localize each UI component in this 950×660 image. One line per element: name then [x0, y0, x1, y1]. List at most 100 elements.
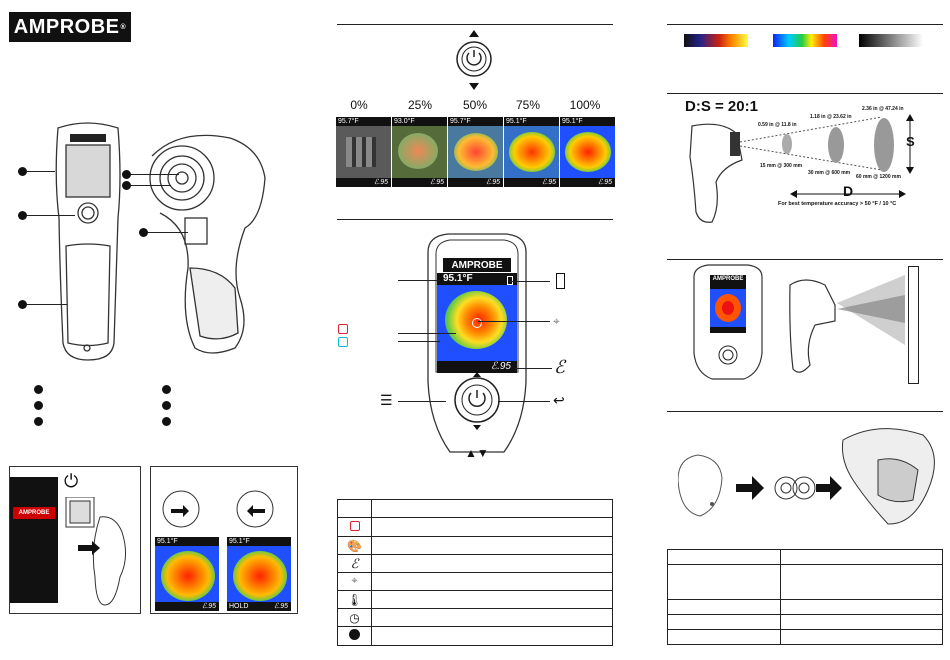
- callout-marker-3: [18, 300, 27, 309]
- callout-marker-5: [122, 181, 131, 190]
- table-row: 🌡: [337, 590, 613, 609]
- table-row: ◷: [337, 608, 613, 627]
- thumb-temp: 93.0°F: [392, 117, 447, 126]
- timer-icon: ◷: [337, 608, 372, 627]
- splash-logo: AMPROBE: [13, 507, 55, 519]
- brand-name: AMPROBE: [13, 15, 120, 38]
- display-temp: 95.1°F: [437, 273, 517, 285]
- power-button-illustration: [456, 30, 492, 90]
- legend-dot-6: [162, 417, 171, 426]
- section-divider: [667, 411, 943, 412]
- display-emissivity: ℰ.95: [437, 361, 517, 373]
- nav-arrows-label: ▲▼: [465, 446, 489, 460]
- callout-marker-6: [139, 228, 148, 237]
- callout-line-temp: [398, 280, 440, 281]
- callout-marker-1: [18, 167, 27, 176]
- section-divider: [667, 93, 943, 94]
- target-surface: [908, 266, 919, 384]
- brand-reg: ®: [120, 23, 127, 31]
- table-row: ⌖: [337, 572, 613, 591]
- callout-line: [27, 215, 75, 216]
- device-sketch: [65, 497, 126, 606]
- blend-thumb-50: 95.7°F ℰ.95: [448, 117, 503, 187]
- legend-dot-5: [162, 401, 171, 410]
- hold-panel: 95.1°F ℰ.95 95.1°F HOLD ℰ.95: [150, 466, 298, 614]
- thermometer-icon: 🌡: [337, 590, 372, 609]
- live-emissivity: ℰ.95: [155, 602, 219, 611]
- callout-line: [27, 304, 67, 305]
- thumb-temp: 95.7°F: [336, 117, 391, 126]
- blend-thumb-25: 93.0°F ℰ.95: [392, 117, 447, 187]
- display-thermal-screen: 95.1°F ℰ.95: [437, 273, 517, 373]
- palette-rainbow-swatch: [773, 34, 837, 47]
- device-display-illustration: [427, 233, 527, 453]
- legend-dot-2: [34, 401, 43, 410]
- battery-install-illustration: [678, 428, 935, 525]
- display-crosshair-icon: [472, 318, 482, 328]
- power-on-panel: AMPROBE ⏻: [9, 466, 141, 614]
- spec-table: [667, 549, 943, 645]
- legend-dot-1: [34, 385, 43, 394]
- thumb-emissivity: ℰ.95: [448, 178, 503, 187]
- section-divider: [337, 219, 613, 220]
- blend-thumb-75: 95.1°F ℰ.95: [504, 117, 559, 187]
- device-screen-dark: [10, 477, 58, 603]
- battery-icon: [556, 273, 565, 289]
- device-front: [55, 122, 121, 361]
- display-brand-bar: AMPROBE: [443, 258, 511, 272]
- pct-label-100: 100%: [569, 98, 601, 112]
- blend-thumb-100: 95.1°F ℰ.95: [560, 117, 615, 187]
- table-row: [337, 499, 613, 518]
- ds-ann-mid: 1.18 in @ 23.62 in: [810, 114, 852, 120]
- emissivity-icon: ℰ: [337, 554, 372, 573]
- ds-mm-large: 60 mm @ 1200 mm: [856, 174, 901, 180]
- ds-d-label: D: [843, 183, 854, 199]
- device-illustration: [55, 122, 266, 361]
- thumb-temp: 95.7°F: [448, 117, 503, 126]
- callout-line: [27, 171, 55, 172]
- ds-mm-small: 15 mm @ 300 mm: [760, 163, 803, 169]
- arrow-down-icon: [469, 83, 479, 90]
- device-side: [149, 134, 266, 354]
- ds-ann-large: 2.36 in @ 47.24 in: [862, 106, 904, 112]
- thumb-temp: 95.1°F: [504, 117, 559, 126]
- menu-icon: ☰: [380, 392, 393, 408]
- table-row: [667, 599, 943, 615]
- thumb-temp: 95.1°F: [560, 117, 615, 126]
- callout-line-battery: [510, 281, 550, 282]
- ds-mm-mid: 30 mm @ 600 mm: [808, 170, 851, 176]
- mode-red-icon: [338, 324, 348, 334]
- table-row: [667, 549, 943, 565]
- pct-label-0: 0%: [350, 98, 368, 112]
- palette-ironbow-swatch: [684, 34, 748, 47]
- blend-mode-icon: [349, 521, 360, 531]
- table-row: 🎨: [337, 536, 613, 555]
- blend-thumb-0: 95.7°F ℰ.95: [336, 117, 391, 187]
- brand-logo: AMPROBE®: [9, 12, 131, 42]
- hold-status: HOLD: [229, 603, 249, 610]
- device-measure-side: [789, 275, 905, 373]
- callout-line-menu: [398, 401, 446, 402]
- callout-line-crosshair: [478, 321, 550, 322]
- back-icon: ↩: [553, 392, 565, 408]
- ds-accuracy-note: For best temperature accuracy > 50 °F / …: [778, 201, 897, 207]
- pct-label-75: 75%: [515, 98, 541, 112]
- trigger-press-sketch: [162, 490, 200, 528]
- palette-grayscale-swatch: [859, 34, 923, 47]
- callout-marker-4: [122, 170, 131, 179]
- icon-legend-table: 🎨 ℰ ⌖ 🌡 ◷: [337, 499, 613, 646]
- trigger-release-sketch: [236, 490, 274, 528]
- callout-line-back: [498, 401, 550, 402]
- ds-ratio-title: D:S = 20:1: [685, 98, 758, 115]
- callout-line-mode: [398, 333, 456, 334]
- ds-ann-small: 0.59 in @ 11.8 in: [758, 122, 797, 128]
- section-divider: [667, 24, 943, 25]
- hold-status-bar: HOLD ℰ.95: [227, 602, 291, 611]
- table-row: [667, 614, 943, 630]
- callout-marker-2: [18, 211, 27, 220]
- live-temp: 95.1°F: [155, 537, 219, 546]
- legend-dot-3: [34, 417, 43, 426]
- callout-line: [131, 185, 171, 186]
- ds-s-label: S: [906, 134, 915, 149]
- arrow-up-icon: [469, 30, 479, 37]
